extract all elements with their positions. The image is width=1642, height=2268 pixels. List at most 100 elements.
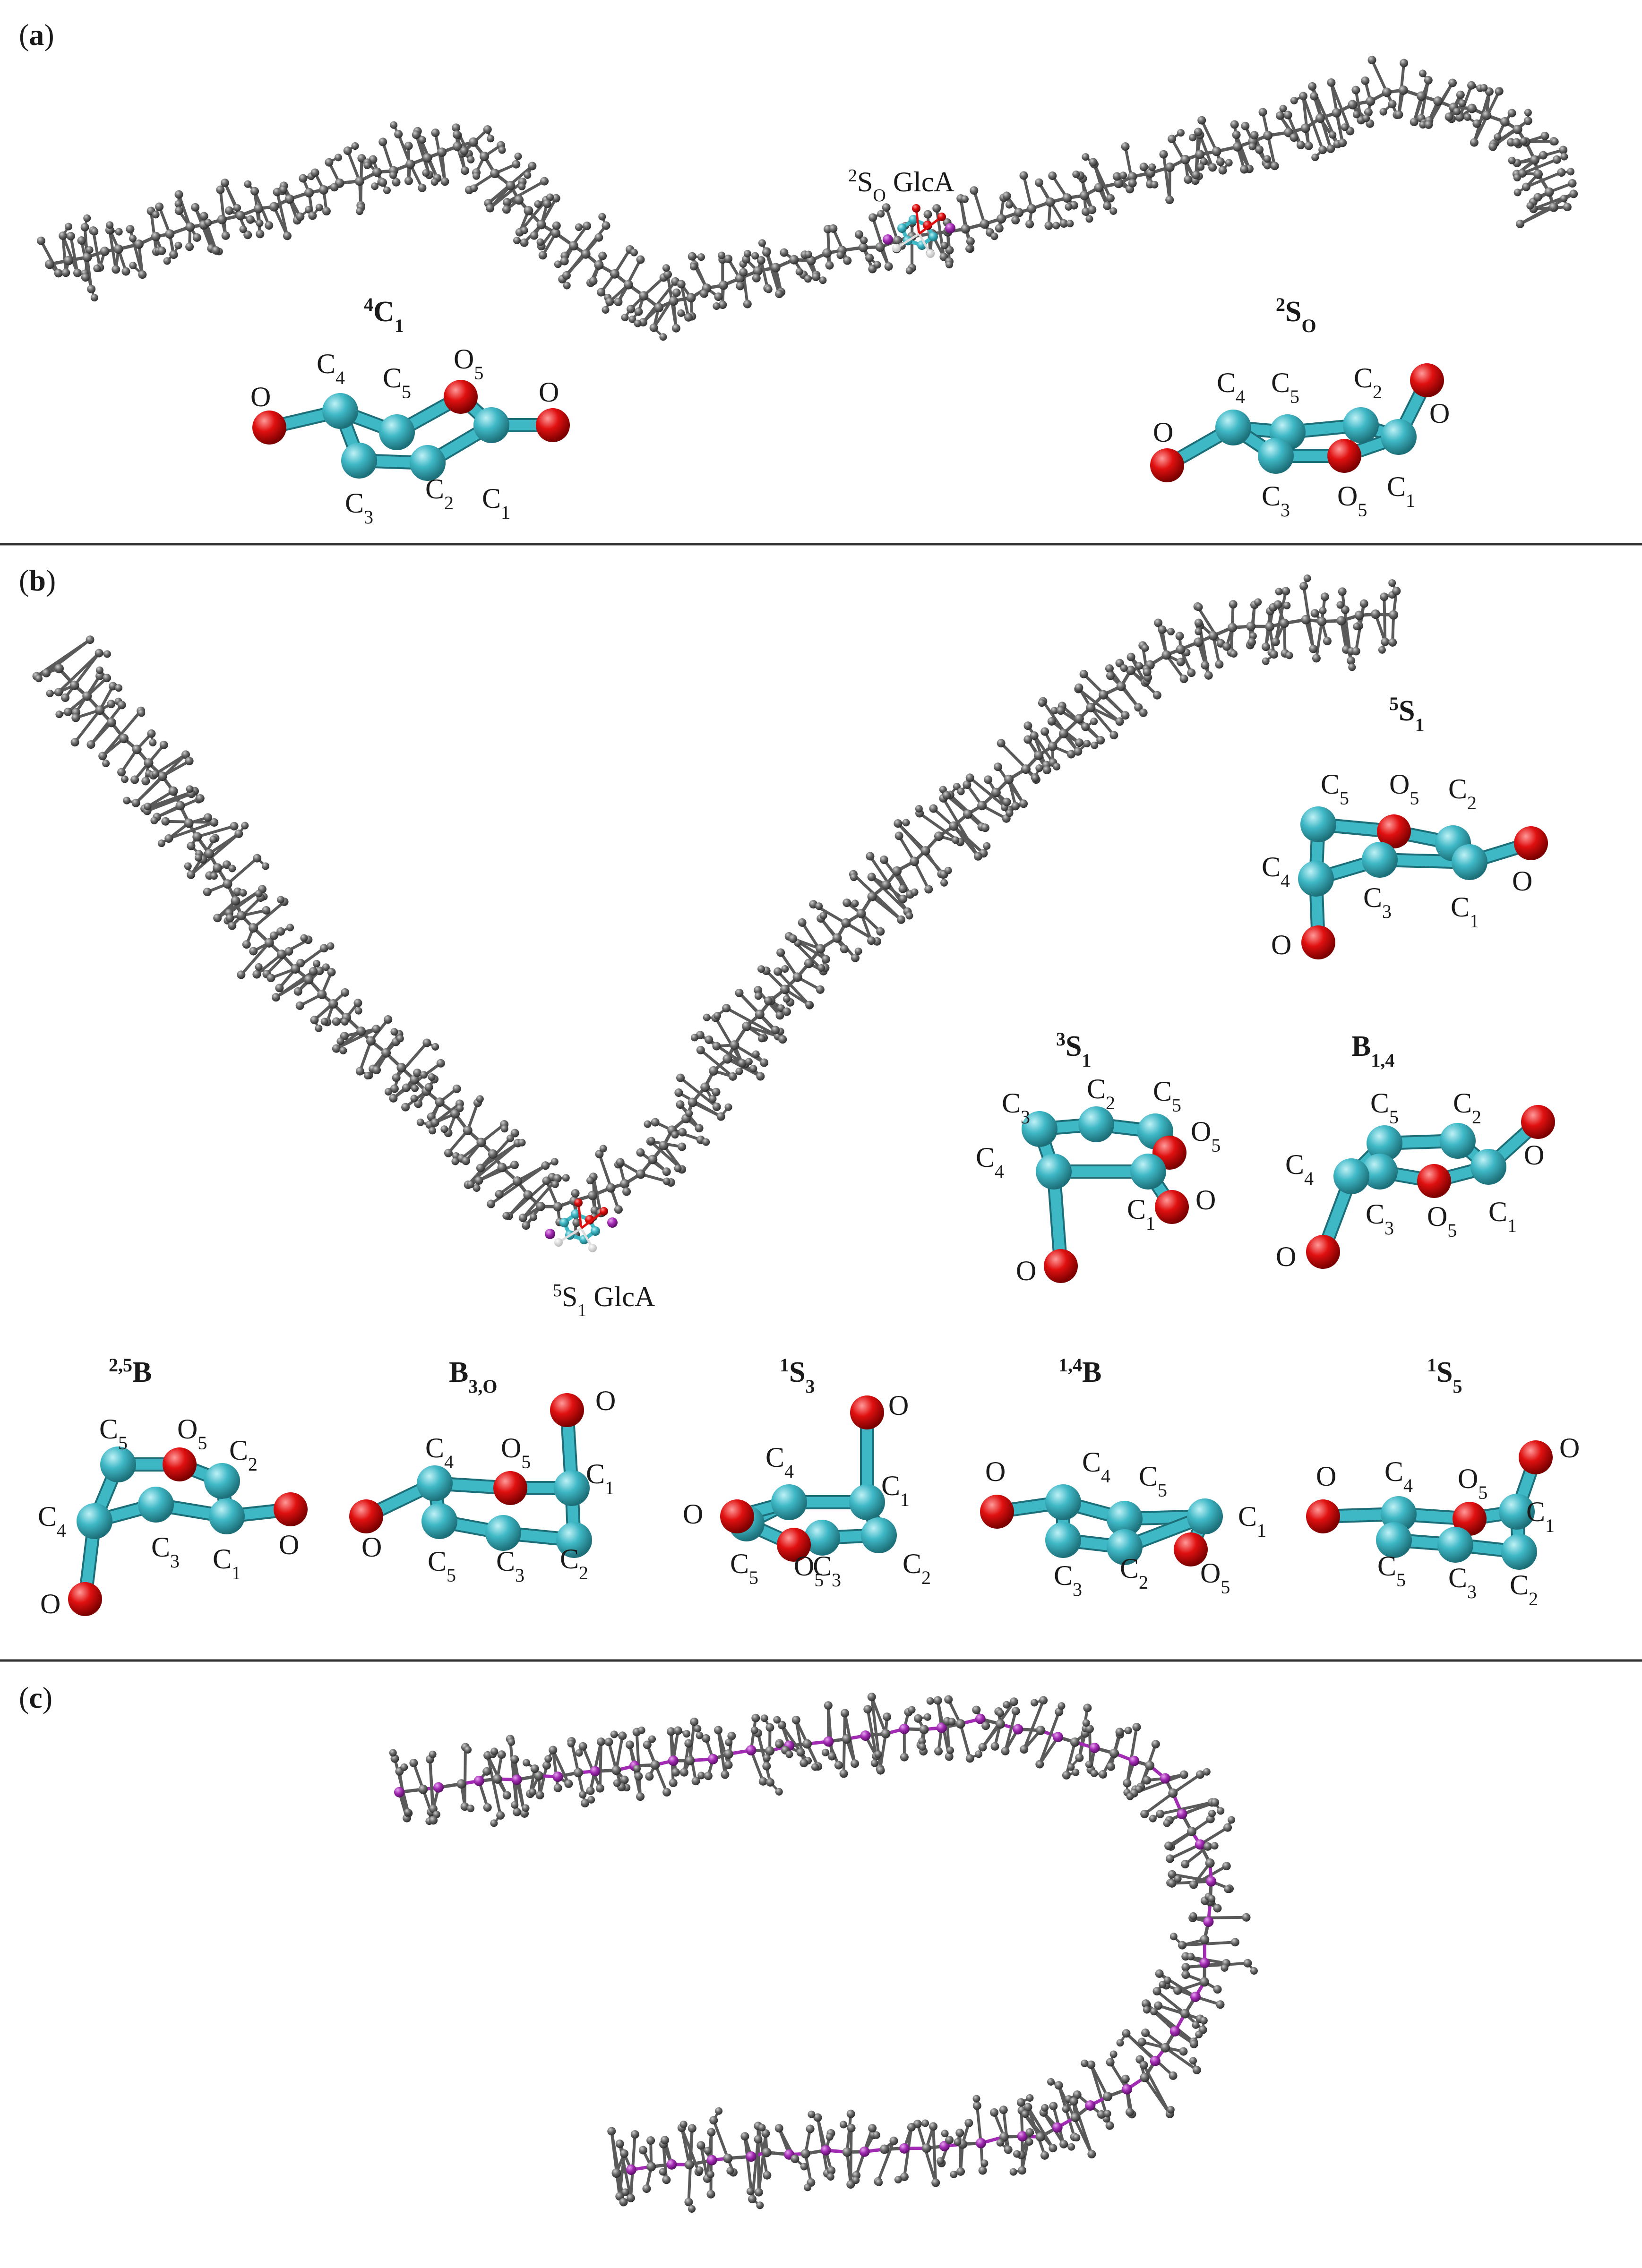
hydrogen-atom: [529, 1788, 537, 1796]
oxygen-atom-Oa: [68, 1582, 102, 1616]
hydrogen-atom: [923, 1713, 931, 1721]
hydrogen-atom: [255, 890, 263, 898]
atom-label: C3: [1262, 480, 1290, 521]
hydrogen-atom: [634, 319, 642, 327]
carbon-atom: [945, 246, 954, 255]
hydrogen-atom: [456, 1104, 464, 1113]
carbon-atom: [700, 1082, 710, 1092]
hydrogen-atom: [1264, 162, 1272, 170]
hydrogen-atom: [990, 232, 998, 240]
carbon-atom: [863, 1705, 872, 1714]
carbon-atom: [907, 2123, 916, 2132]
hydrogen-atom: [703, 1013, 711, 1021]
carbon-atom: [984, 775, 993, 784]
hydrogen-atom: [123, 796, 131, 804]
hydrogen-atom: [1174, 1875, 1182, 1883]
carbon-atom: [696, 2141, 705, 2150]
hydrogen-atom: [1150, 2008, 1158, 2016]
carbon-atom: [1139, 2061, 1148, 2070]
carbon-atom: [963, 809, 973, 819]
carbon-atom: [276, 927, 285, 936]
linkage-oxygen-atom: [1017, 2131, 1028, 2142]
glca-substituent: [600, 1207, 608, 1215]
carbon-atom: [452, 141, 462, 151]
carbon-atom: [1216, 2000, 1225, 2009]
carbon-atom: [782, 1007, 791, 1016]
glca-substituent: [588, 1244, 597, 1252]
carbon-atom: [996, 1719, 1006, 1729]
carbon-atom: [1085, 1724, 1094, 1733]
hydrogen-atom: [694, 1725, 702, 1733]
glca-substituent: [892, 244, 901, 252]
carbon-atom: [1194, 618, 1203, 627]
carbon-atom: [452, 130, 461, 139]
carbon-atom: [594, 233, 603, 242]
carbon-atom: [879, 855, 888, 864]
carbon-atom-C4: [1333, 1158, 1369, 1194]
carbon-atom: [722, 1004, 731, 1013]
carbon-atom: [1121, 711, 1130, 720]
carbon-atom: [771, 1026, 780, 1035]
hydrogen-atom: [840, 2121, 848, 2129]
carbon-atom: [291, 964, 301, 974]
hydrogen-atom: [870, 1759, 878, 1767]
carbon-atom: [620, 1775, 629, 1784]
atom-label: C1: [482, 483, 510, 523]
carbon-atom: [709, 1066, 719, 1076]
atom-label: O: [1512, 865, 1532, 897]
oxygen-atom-Oa: [1301, 925, 1335, 959]
carbon-atom: [743, 300, 752, 308]
carbon-atom-C2: [861, 1517, 897, 1553]
hydrogen-atom: [961, 195, 969, 203]
hydrogen-atom: [1567, 168, 1575, 176]
carbon-atom: [696, 1045, 705, 1054]
carbon-atom: [1045, 197, 1055, 207]
carbon-atom: [1062, 1771, 1071, 1780]
hydrogen-atom: [709, 1095, 717, 1103]
carbon-atom: [1168, 1788, 1178, 1798]
carbon-atom: [1351, 86, 1360, 94]
hydrogen-atom: [1378, 646, 1386, 654]
hydrogen-atom: [451, 1157, 459, 1165]
carbon-atom: [970, 186, 979, 195]
carbon-atom: [876, 1766, 885, 1775]
hydrogen-atom: [760, 1714, 768, 1722]
carbon-atom: [978, 2166, 987, 2175]
carbon-atom: [185, 222, 195, 232]
carbon-atom: [372, 167, 382, 177]
carbon-atom: [1472, 119, 1481, 128]
carbon-atom: [1036, 1725, 1046, 1735]
carbon-atom: [1154, 2001, 1163, 2010]
carbon-atom: [502, 1791, 511, 1800]
hydrogen-atom: [872, 2131, 880, 2139]
carbon-atom: [800, 1759, 808, 1768]
hydrogen-atom: [241, 822, 249, 830]
carbon-atom: [1175, 632, 1184, 641]
carbon-atom-C2: [1107, 1529, 1143, 1565]
carbon-atom: [1275, 111, 1284, 120]
carbon-atom: [620, 2149, 629, 2158]
carbon-atom: [1088, 205, 1097, 214]
hydrogen-atom: [754, 992, 762, 1000]
carbon-atom: [1069, 2097, 1078, 2106]
carbon-atom: [942, 791, 951, 800]
carbon-atom-C1: [554, 1470, 590, 1506]
carbon-atom: [842, 899, 851, 907]
carbon-atom-C5: [421, 1503, 457, 1539]
hydrogen-atom: [940, 879, 948, 887]
carbon-atom: [1351, 647, 1360, 656]
carbon-atom: [700, 289, 709, 298]
hydrogen-atom: [1169, 1933, 1178, 1941]
carbon-atom: [712, 1102, 721, 1111]
carbon-atom-C3: [1022, 1111, 1057, 1147]
carbon-atom: [620, 1179, 630, 1189]
glca-atom: [923, 221, 932, 230]
atom-label: O: [1271, 929, 1291, 960]
hydrogen-atom: [1006, 809, 1014, 817]
polymer-caption-a: 2SO GlcA: [848, 166, 954, 205]
hydrogen-atom: [757, 1035, 765, 1043]
carbon-atom: [1049, 2102, 1058, 2111]
carbon-atom: [1338, 587, 1347, 596]
